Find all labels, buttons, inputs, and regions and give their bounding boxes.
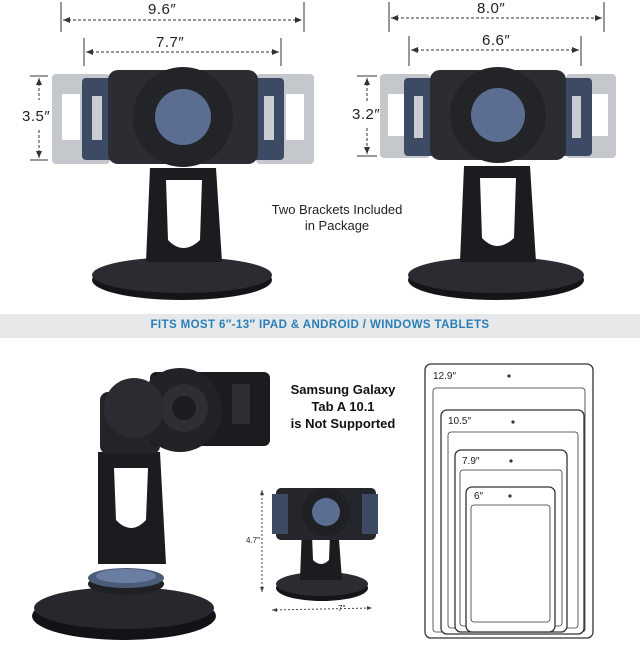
- right-inner-width-label: 6.6″: [476, 32, 517, 49]
- tablet-size-label: 12.9″: [433, 371, 457, 382]
- notice-line-3: is Not Supported: [290, 416, 396, 431]
- small-stand-height-label: 4.7″: [246, 536, 260, 545]
- tablet-size-label: 6″: [474, 491, 484, 502]
- banner-text: FITS MOST 6″-13″ IPAD & ANDROID / WINDOW…: [150, 319, 490, 331]
- tablet-size-label: 10.5″: [448, 416, 472, 427]
- right-outer-width-label: 8.0″: [471, 0, 512, 17]
- left-inner-width-label: 7.7″: [150, 34, 191, 51]
- compatibility-banner: FITS MOST 6″-13″ IPAD & ANDROID / WINDOW…: [0, 314, 640, 338]
- unsupported-notice: Samsung Galaxy Tab A 10.1 is Not Support…: [278, 381, 408, 432]
- notice-line-1: Samsung Galaxy: [290, 382, 396, 397]
- left-outer-width-label: 9.6″: [142, 1, 183, 18]
- tablet-size-label: 7.9″: [462, 456, 480, 467]
- left-height-label: 3.5″: [22, 108, 51, 125]
- caption-line-2: in Package: [304, 218, 370, 233]
- caption-line-1: Two Brackets Included: [271, 202, 403, 217]
- small-stand-base-label: 7″: [338, 604, 346, 613]
- notice-line-2: Tab A 10.1: [311, 399, 375, 414]
- brackets-caption: Two Brackets Included in Package: [252, 202, 422, 234]
- right-height-label: 3.2″: [352, 106, 381, 123]
